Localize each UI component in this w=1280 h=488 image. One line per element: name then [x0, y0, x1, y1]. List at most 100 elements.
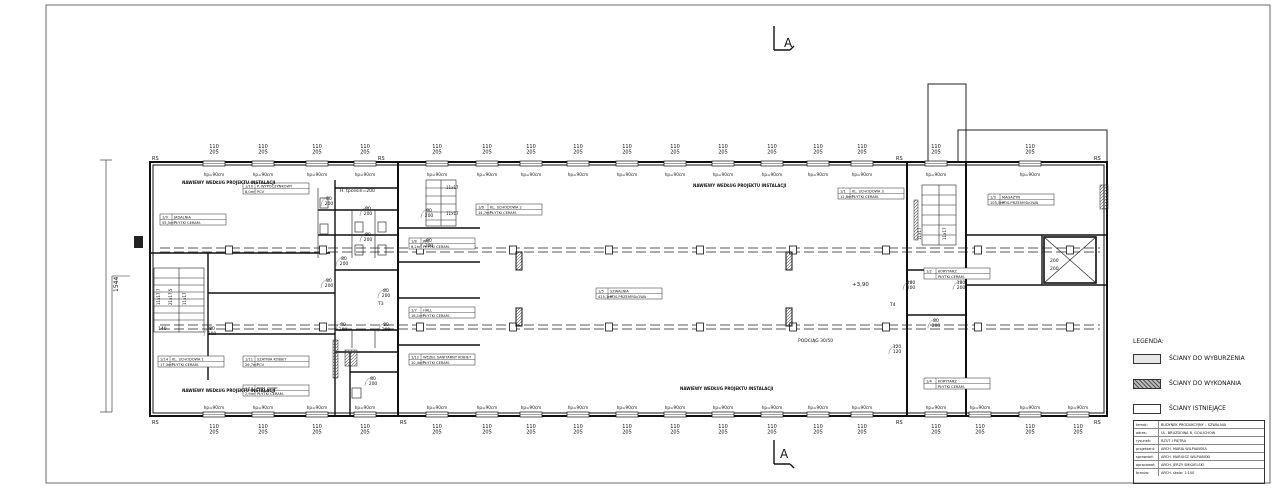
room-name: KL. SCHODOWA 2: [490, 206, 522, 210]
section-marker-bottom: [773, 440, 795, 469]
window-sill-height: hp=90cm: [307, 405, 328, 410]
door-swing: [377, 288, 388, 299]
room-number: 1/5: [598, 290, 604, 294]
window-sill-height: hp=90cm: [665, 172, 686, 177]
room-number: 1/10: [245, 185, 254, 189]
tb-key: branża:: [1134, 469, 1159, 476]
column: [1066, 322, 1074, 332]
tb-value: ARCH. skala: 1:100: [1161, 470, 1195, 475]
legend-swatch-new: [1133, 378, 1161, 389]
tb-value: UL. BRUZDOWA 8, GOLUCHÓW: [1161, 430, 1216, 435]
door-swing: [359, 232, 370, 243]
tb-key: adres:: [1134, 429, 1159, 436]
window-sill-height: hp=90cm: [427, 172, 448, 177]
room-floor: PCV: [257, 190, 265, 194]
window-sill-height: hp=90cm: [926, 405, 947, 410]
room-name: HALL: [423, 309, 432, 313]
room-floor: PŁYTKI CERAM.: [938, 385, 965, 389]
columns: [225, 245, 1074, 332]
stair-dim: 21x17,5: [168, 288, 173, 305]
window-sill-height: hp=90cm: [1020, 405, 1041, 410]
title-block-row: adres:UL. BRUZDOWA 8, GOLUCHÓW: [1134, 429, 1264, 437]
stair-dim: 11x17,7: [156, 288, 161, 305]
column: [319, 322, 327, 332]
window-sill-height: hp=90cm: [355, 172, 376, 177]
stairs: [153, 179, 957, 333]
room-name: SZWALNIA: [610, 290, 629, 294]
section-label-bottom: A: [780, 447, 789, 461]
window-sill-height: hp=90cm: [477, 172, 498, 177]
rs-marker: RS: [152, 156, 159, 162]
column: [225, 322, 233, 332]
room-floor: POS.PRZEMYSŁOWA: [610, 295, 647, 299]
window-sill-height: hp=90cm: [568, 172, 589, 177]
legend-swatch-existing: [1133, 403, 1161, 414]
door-swing: [320, 278, 331, 289]
room-area: 26,7m²: [245, 363, 259, 367]
ventilation-note: NAWIEWY WEDŁUG PROJEKTU INSTALACJI: [182, 180, 276, 185]
room-floor: PŁYTKI CERAM.: [490, 211, 517, 215]
column: [696, 322, 704, 332]
legend: LEGENDA: ŚCIANY DO WYBURZENIA ŚCIANY DO …: [1133, 338, 1263, 427]
room-area: 12,8m²: [840, 195, 854, 199]
door-swing: [320, 196, 331, 207]
window-sill-height: hp=90cm: [665, 405, 686, 410]
column: [789, 245, 797, 255]
title-block-row: projektant:ARCH. MARIA WILPIAŃSKA: [1134, 445, 1264, 453]
column: [974, 245, 982, 255]
door-swing: [420, 208, 431, 219]
sheet-border: [45, 4, 1271, 484]
room-number: 1/13: [245, 387, 253, 391]
room-name: MAGAZYN: [1002, 196, 1020, 200]
rs-marker: RS: [1094, 420, 1101, 426]
stair-dim: 11x17: [942, 227, 947, 240]
stair-dim: 11x17: [917, 227, 922, 240]
room-name: KL. SCHODOWA 3: [852, 190, 884, 194]
tb-value: ARCH. JERZY ŚMIGIELSKI: [1161, 462, 1204, 467]
column: [882, 322, 890, 332]
window-sill-height: hp=90cm: [617, 172, 638, 177]
window-sill-height: hp=90cm: [1020, 172, 1041, 177]
title-block-row: opracował:ARCH. JERZY ŚMIGIELSKI: [1134, 461, 1264, 469]
window-sill-height: hp=90cm: [204, 172, 225, 177]
door-swing: [203, 326, 214, 337]
column: [974, 322, 982, 332]
column: [319, 245, 327, 255]
room-area: 8,0m²: [245, 190, 256, 194]
window-sill-height: hp=90cm: [521, 405, 542, 410]
stair-dim: 11x17: [446, 185, 459, 190]
rs-marker: RS: [896, 156, 903, 162]
legend-label: ŚCIANY DO WYKONANIA: [1169, 380, 1242, 387]
room-number: 1/2: [926, 270, 932, 274]
rs-marker: RS: [378, 156, 385, 162]
landing-dim: 140: [158, 326, 167, 332]
stair-dim: 11x17: [446, 211, 459, 216]
column: [605, 245, 613, 255]
room-number: 1/4: [926, 380, 932, 384]
title-block-row: temat:BUDYNEK PRODUKCYJNY – SZWALNIA: [1134, 421, 1264, 429]
legend-item: ŚCIANY DO WYKONANIA: [1133, 377, 1263, 390]
window-sill-height: hp=90cm: [852, 172, 873, 177]
ventilation-note: NAWIEWY WEDŁUG PROJEKTU INSTALACJI: [182, 388, 276, 393]
room-name: KL. SCHODOWA 1: [172, 358, 204, 362]
door-swing: [902, 280, 913, 291]
